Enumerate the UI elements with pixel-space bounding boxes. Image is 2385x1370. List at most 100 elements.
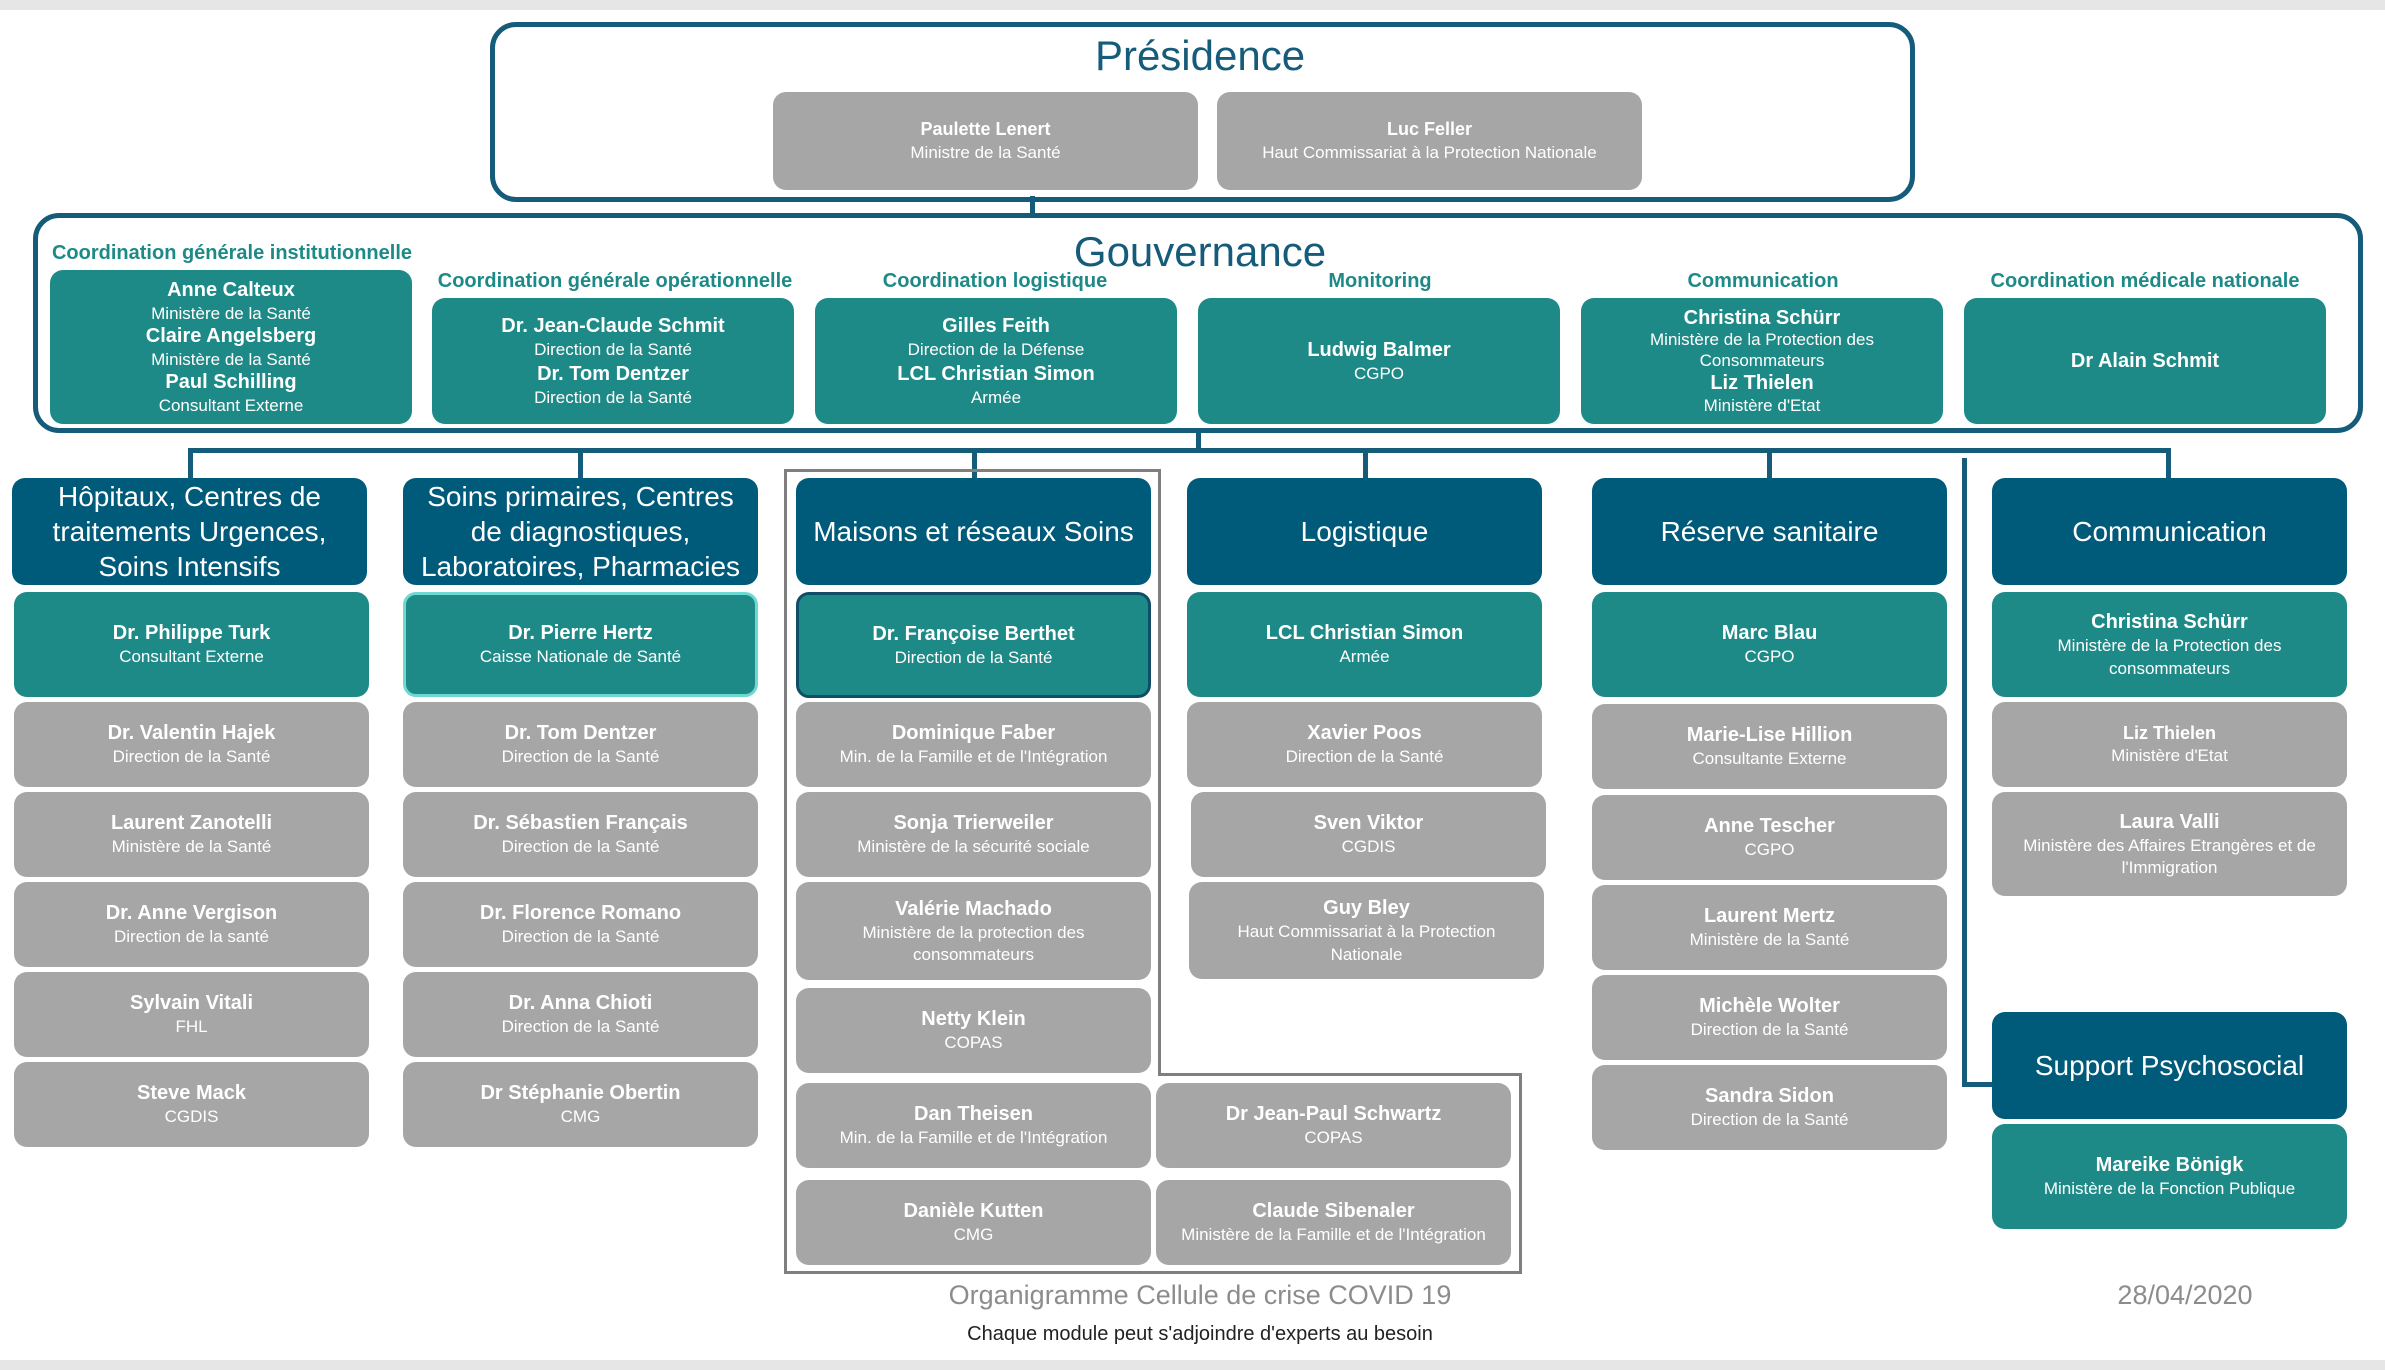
footer-title: Organigramme Cellule de crise COVID 19 (948, 1280, 1452, 1310)
member-name: Sylvain Vitali (129, 992, 254, 1015)
module-member-communication-2: Laura Valli Ministère des Affaires Etran… (1992, 792, 2347, 896)
module-member-reserve-3: Laurent Mertz Ministère de la Santé (1592, 885, 1947, 970)
module-member-reserve-2: Anne Tescher CGPO (1592, 795, 1947, 880)
member-org: Ministère de la Protection des Consommat… (1650, 329, 1874, 370)
module-member-reserve-4: Michèle Wolter Direction de la Santé (1592, 975, 1947, 1060)
gov-box-monitoring: Ludwig Balmer CGPO (1198, 298, 1560, 424)
member-org: FHL (175, 1017, 208, 1037)
member-org: Direction de la Santé (501, 837, 660, 857)
member-org: Ministère de la Protection des consommat… (2057, 636, 2282, 678)
member-org: Ministère de la Famille et de l'Intégrat… (1181, 1225, 1486, 1245)
member-org: Ministre de la Santé (910, 142, 1061, 162)
member-name: Dr. Tom Dentzer (504, 722, 657, 745)
member-org: Caisse Nationale de Santé (479, 647, 682, 667)
module-header-psychosocial: Support Psychosocial (1992, 1012, 2347, 1119)
member-name: Sven Viktor (1313, 812, 1424, 835)
member-name: Dr. Florence Romano (479, 902, 682, 925)
member-org: Haut Commissariat à la Protection Nation… (1262, 142, 1597, 162)
module-member-reserve-5: Sandra Sidon Direction de la Santé (1592, 1065, 1947, 1150)
presidence-frame (490, 22, 1915, 202)
member-name: Dominique Faber (891, 722, 1056, 745)
member-name: Laurent Zanotelli (110, 812, 273, 835)
module-lead-reserve: Marc Blau CGPO (1592, 592, 1947, 697)
member-name: Marie-Lise Hillion (1686, 724, 1853, 747)
member-name: Dr Stéphanie Obertin (480, 1082, 681, 1105)
presidence-member-2: Luc Feller Haut Commissariat à la Protec… (1217, 92, 1642, 190)
connector-module-1 (188, 448, 193, 478)
member-name: Dr. Philippe Turk (112, 622, 271, 645)
module-header-reserve: Réserve sanitaire (1592, 478, 1947, 585)
module-member-soins-primaires-4: Dr. Anna Chioti Direction de la Santé (403, 972, 758, 1057)
gov-box-operationnelle: Dr. Jean-Claude Schmit Direction de la S… (432, 298, 794, 424)
member-name: Dr. Pierre Hertz (508, 622, 653, 645)
member-org: Ministère de la Fonction Publique (2043, 1179, 2296, 1199)
member-org: Direction de la Santé (894, 647, 1053, 667)
member-name: Liz Thielen (1710, 372, 1814, 395)
member-org: Consultant Externe (119, 647, 264, 667)
member-org: Ministère de la Santé (1689, 930, 1850, 950)
member-org: Ministère de la Santé (151, 349, 311, 369)
module-header-soins-primaires: Soins primaires, Centres de diagnostique… (403, 478, 758, 585)
member-name: Dan Theisen (914, 1103, 1033, 1126)
member-org: Direction de la Santé (534, 388, 692, 407)
member-name: Christina Schürr (2091, 611, 2248, 634)
member-name: Marc Blau (1721, 622, 1818, 645)
module-member-maisons-7: Danièle Kutten CMG (796, 1180, 1151, 1265)
module-lead-logistique: LCL Christian Simon Armée (1187, 592, 1542, 697)
module-member-maisons-2: Sonja Trierweiler Ministère de la sécuri… (796, 792, 1151, 877)
member-org: CGPO (1353, 363, 1405, 383)
module-member-logistique-1: Xavier Poos Direction de la Santé (1187, 702, 1542, 787)
member-org: COPAS (1304, 1128, 1363, 1148)
member-org: Consultant Externe (158, 396, 304, 416)
member-name: Dr. Sébastien Français (473, 812, 688, 835)
member-name: Laura Valli (2119, 810, 2220, 833)
module-header-hopitaux: Hôpitaux, Centres de traitements Urgence… (12, 478, 367, 585)
module-member-logistique-3: Guy Bley Haut Commissariat à la Protecti… (1189, 882, 1544, 979)
gouvernance-title: Gouvernance (1073, 228, 1327, 275)
member-name: Xavier Poos (1307, 722, 1422, 745)
top-stripe (0, 0, 2385, 10)
gov-label-medicale: Coordination médicale nationale (1990, 270, 2300, 292)
member-name: Dr. Anne Vergison (105, 902, 278, 925)
member-org: Ministère de la Santé (111, 837, 272, 857)
gov-label-logistique: Coordination logistique (882, 270, 1108, 292)
module-member-maisons-6: Dr Jean-Paul Schwartz COPAS (1156, 1083, 1511, 1168)
member-name: Mareike Bönigk (2095, 1154, 2244, 1177)
member-org: Armée (1339, 647, 1390, 667)
maisons-enclosure-step (1158, 1073, 1522, 1076)
footer-note: Chaque module peut s'adjoindre d'experts… (967, 1323, 1433, 1345)
module-header-maisons: Maisons et réseaux Soins (796, 478, 1151, 585)
member-org: Ministère d'Etat (1703, 395, 1821, 415)
member-name: Gilles Feith (942, 314, 1050, 337)
member-org: CGPO (1744, 647, 1795, 667)
gov-box-communication: Christina Schürr Ministère de la Protect… (1581, 298, 1943, 424)
member-name: Dr. Tom Dentzer (537, 363, 689, 385)
module-member-hopitaux-4: Sylvain Vitali FHL (14, 972, 369, 1057)
gov-box-institutionnelle: Anne Calteux Ministère de la Santé Clair… (50, 270, 412, 424)
gov-box-logistique: Gilles Feith Direction de la Défense LCL… (815, 298, 1177, 424)
module-member-hopitaux-5: Steve Mack CGDIS (14, 1062, 369, 1147)
member-org: CGDIS (164, 1107, 219, 1127)
member-org: CGPO (1744, 840, 1795, 860)
presidence-member-1: Paulette Lenert Ministre de la Santé (773, 92, 1198, 190)
module-member-maisons-8: Claude Sibenaler Ministère de la Famille… (1156, 1180, 1511, 1265)
member-org: Direction de la Défense (907, 339, 1085, 359)
gov-label-institutionnelle: Coordination générale institutionnelle (51, 242, 413, 264)
member-name: Guy Bley (1323, 897, 1410, 920)
module-member-hopitaux-2: Laurent Zanotelli Ministère de la Santé (14, 792, 369, 877)
module-member-soins-primaires-1: Dr. Tom Dentzer Direction de la Santé (403, 702, 758, 787)
module-header-communication: Communication (1992, 478, 2347, 585)
member-name: Dr Alain Schmit (2070, 350, 2220, 372)
member-name: Luc Feller (1386, 119, 1473, 140)
maisons-enclosure-bottom (784, 1271, 1522, 1274)
member-org: Direction de la Santé (501, 1017, 660, 1037)
member-org: Direction de la Santé (1690, 1110, 1849, 1130)
member-org: Armée (970, 388, 1022, 407)
connector-module-4 (1363, 448, 1368, 478)
member-org: CGDIS (1341, 837, 1396, 857)
member-org: Consultante Externe (1692, 749, 1847, 769)
module-member-soins-primaires-3: Dr. Florence Romano Direction de la Sant… (403, 882, 758, 967)
member-org: CMG (560, 1107, 601, 1127)
module-member-maisons-3: Valérie Machado Ministère de la protecti… (796, 882, 1151, 980)
member-org: Direction de la Santé (1690, 1020, 1849, 1040)
